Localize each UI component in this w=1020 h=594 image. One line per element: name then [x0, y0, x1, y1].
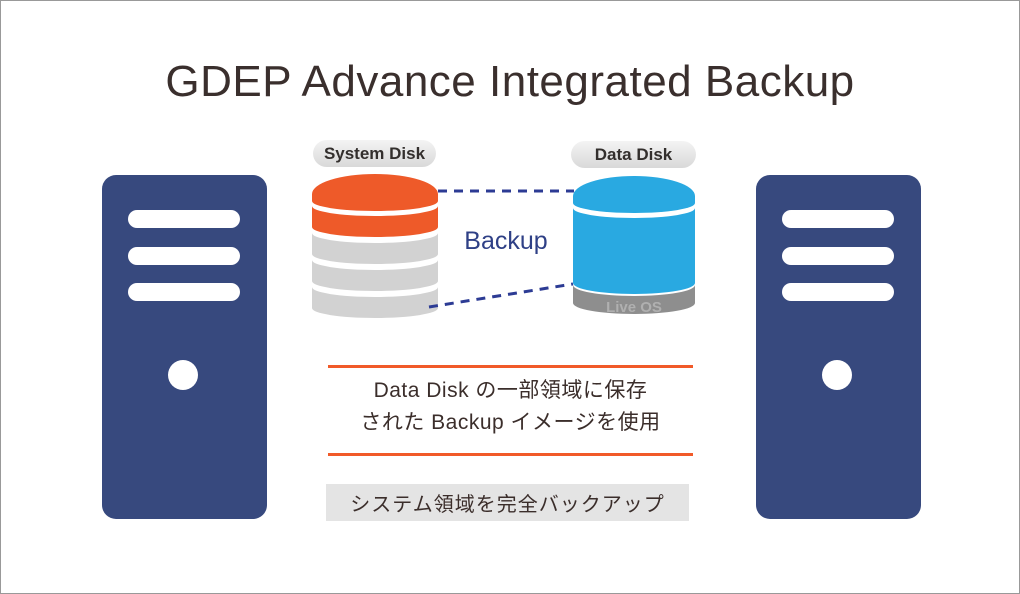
live-os-band	[573, 285, 695, 314]
server-vent-bar	[128, 210, 240, 228]
system-disk-label-pill: System Disk	[313, 140, 436, 167]
page-title: GDEP Advance Integrated Backup	[165, 57, 855, 106]
server-vent-bar	[782, 283, 894, 301]
system-disk-band-orange	[312, 206, 438, 237]
backup-note-line2: された Backup イメージを使用	[360, 411, 661, 434]
data-disk-body	[573, 208, 695, 294]
system-disk-band-gray	[312, 233, 438, 264]
backup-connector-lines	[428, 189, 574, 309]
data-disk-label-pill: Data Disk	[571, 141, 696, 168]
caption-box: システム領域を完全バックアップ	[326, 484, 689, 521]
backup-note-line1: Data Disk の一部領域に保存	[373, 379, 648, 402]
system-disk-label: System Disk	[323, 143, 426, 163]
live-os-label: Live OS	[606, 299, 662, 316]
server-tower-left	[102, 175, 267, 519]
server-power-button-icon	[822, 360, 852, 390]
data-disk-label: Data Disk	[594, 144, 673, 164]
backup-label: Backup	[464, 227, 548, 255]
system-disk-icon	[312, 174, 438, 318]
server-power-button-icon	[168, 360, 198, 390]
data-disk-icon: Live OS	[573, 176, 695, 316]
caption-text: システム領域を完全バックアップ	[350, 494, 665, 516]
divider-line-top	[328, 365, 693, 368]
server-vent-bar	[128, 283, 240, 301]
system-disk-band-gray	[312, 260, 438, 291]
backup-note: Data Disk の一部領域に保存 された Backup イメージを使用	[328, 375, 693, 439]
backup-connector-bottom-line	[428, 282, 574, 309]
divider-line-bottom	[328, 453, 693, 456]
system-disk-band-gray	[312, 287, 438, 318]
server-tower-right	[756, 175, 921, 519]
server-vent-bar	[782, 247, 894, 265]
data-disk-cap	[573, 176, 695, 213]
system-disk-cap	[312, 174, 438, 211]
server-vent-bar	[128, 247, 240, 265]
server-vent-bar	[782, 210, 894, 228]
